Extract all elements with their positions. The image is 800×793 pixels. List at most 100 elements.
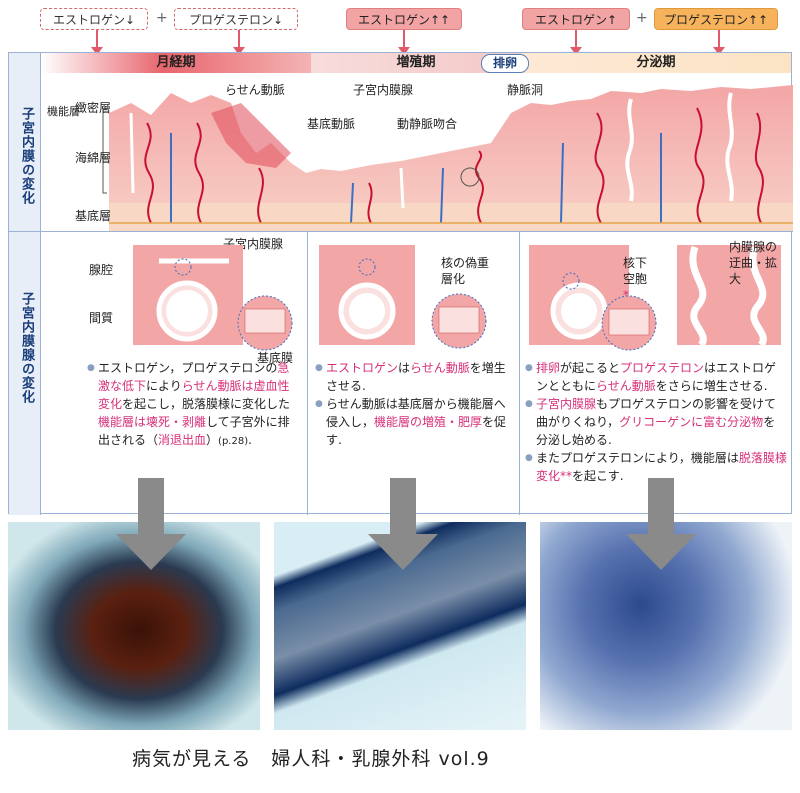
description-text: 消退出血 <box>158 433 207 447</box>
label-venous-sinus: 静脈洞 <box>507 83 544 97</box>
basal-layer <box>109 203 793 231</box>
description-text: 急激な低下 <box>98 361 290 393</box>
pointer-arrow-icon <box>116 478 186 570</box>
label-basal-artery: 基底動脈 <box>307 117 356 131</box>
description-text: 機能層は壊死・剥離 <box>98 415 207 429</box>
description-secretory: 排卵が起こるとプロゲステロンはエストロゲンとともにらせん動脈をさらに増生させる.… <box>525 359 787 485</box>
hormone-estrogen-low: エストロゲン↓ <box>40 8 148 30</box>
endometrial-cycle-panel: 月経期 増殖期 分泌期 排卵 子宮内膜の変化 子宮内膜腺の変化 <box>8 52 793 515</box>
label-subnuclear-vacuole-text: 核下空胞 <box>623 256 648 286</box>
plus-sign-2: + <box>636 10 648 26</box>
description-text: 脱落膜様変化** <box>536 451 787 483</box>
description-proliferative: エストロゲンはらせん動脈を増生させる.らせん動脈は基底層から機能層へ侵入し，機能… <box>315 359 513 449</box>
spiral-artery <box>257 167 264 224</box>
label-spiral-artery: らせん動脈 <box>225 83 285 97</box>
spiral-artery <box>194 122 204 224</box>
phase-proliferative-header: 増殖期 <box>311 53 521 73</box>
row-header-glands: 子宮内膜腺の変化 <box>9 231 41 515</box>
description-text: エストロゲン，プロゲステロンの <box>98 361 278 375</box>
cells <box>608 308 650 336</box>
description-text: を促す. <box>326 415 507 447</box>
hormone-progesterone-high: プロゲステロン↑↑ <box>654 8 778 30</box>
description-bullet: エストロゲンはらせん動脈を増生させる. <box>315 359 513 395</box>
label-compact-layer: 緻密層 <box>75 101 112 115</box>
down-arrow-icon <box>398 30 410 55</box>
column-divider <box>519 231 520 515</box>
micrograph-menstrual <box>8 522 260 730</box>
label-asterisk: * <box>623 288 629 302</box>
description-text: 機能層の増殖・肥厚 <box>374 415 483 429</box>
description-text: は <box>398 361 411 375</box>
description-text: グリコーゲンに富む分泌物 <box>619 415 764 429</box>
gland-center <box>166 290 208 332</box>
row-divider <box>41 231 793 232</box>
vein <box>440 167 444 224</box>
description-text: 排卵 <box>536 361 561 375</box>
spiral-artery <box>367 182 373 224</box>
shedding-area <box>211 103 291 168</box>
description-text: らせん動脈 <box>410 361 470 375</box>
pointer-arrow-icon <box>368 478 438 570</box>
hormone-progesterone-low: プロゲステロン↓ <box>174 8 298 30</box>
description-text: を分泌し始める. <box>536 415 776 447</box>
hormone-estrogen-high: エストロゲン↑↑ <box>346 8 462 30</box>
column-divider <box>307 231 308 515</box>
row-header-endometrium: 子宮内膜の変化 <box>9 53 41 231</box>
hormone-estrogen-up: エストロゲン↑ <box>522 8 630 30</box>
down-arrow-icon <box>91 30 103 55</box>
vein <box>560 142 564 224</box>
label-subnuclear-vacuole: 核下空胞 * <box>623 255 649 303</box>
description-bullet: エストロゲン，プロゲステロンの急激な低下によりらせん動脈は虚血性変化を起こし，脱… <box>87 359 301 451</box>
gland-diagram-proliferative <box>319 245 487 349</box>
description-text: 子宮内膜腺 <box>536 397 597 411</box>
layer-bracket <box>102 108 107 194</box>
cells <box>438 306 480 334</box>
description-text: (p.28) <box>218 436 249 447</box>
description-bullet: らせん動脈は基底層から機能層へ侵入し，機能層の増殖・肥厚を促す. <box>315 395 513 449</box>
description-text: をさらに増生させる. <box>655 379 768 393</box>
description-text: を起こす. <box>572 469 624 483</box>
phase-secretory-header: 分泌期 <box>521 53 791 73</box>
row-label-glands: 子宮内膜腺の変化 <box>19 292 34 404</box>
description-text: により <box>146 379 182 393</box>
phase-menstrual-label: 月経期 <box>156 55 196 70</box>
endometrial-gland <box>625 98 634 202</box>
description-bullet: またプロゲステロンにより，機能層は脱落膜様変化**を起こす. <box>525 449 787 485</box>
tortuous-gland <box>749 245 767 348</box>
label-lumen: 腺腔 <box>89 263 114 277</box>
zoom-circle <box>358 258 376 276</box>
gland-center <box>561 293 597 329</box>
label-basal-layer: 基底層 <box>75 209 112 223</box>
label-tortuous-gland: 内膜腺の迂曲・拡大 <box>729 240 778 286</box>
description-text: またプロゲステロンにより，機能層は <box>536 451 739 465</box>
gland-diagram-menstrual <box>133 245 293 351</box>
description-bullet: 排卵が起こるとプロゲステロンはエストロゲンとともにらせん動脈をさらに増生させる. <box>525 359 787 395</box>
endometrium-illustration <box>102 85 793 231</box>
description-text: して子宮外に排出される（ <box>98 415 290 447</box>
zoom-circle <box>562 272 580 290</box>
endometrial-gland <box>399 167 405 209</box>
phase-menstrual-header: 月経期 <box>41 53 311 73</box>
pointer-arrow-icon <box>626 478 696 570</box>
spiral-artery <box>144 122 154 224</box>
description-text: もプロゲステロンの影響を受けて曲がりくねり， <box>536 397 777 429</box>
down-arrow-icon <box>233 30 245 55</box>
label-spongy-layer: 海綿層 <box>75 151 112 165</box>
description-menstrual: エストロゲン，プロゲステロンの急激な低下によりらせん動脈は虚血性変化を起こし，脱… <box>87 359 301 451</box>
description-text: を起こし，脱落膜様に変化した <box>122 397 291 411</box>
zoom-circle <box>174 258 192 276</box>
label-pseudostratified: 核の偽重層化 <box>441 256 490 286</box>
gland-diagram-secretory <box>529 245 781 351</box>
cells <box>244 308 286 334</box>
vein <box>350 182 354 224</box>
tortuous-gland <box>689 245 707 348</box>
description-text: . <box>248 433 252 447</box>
down-arrow-icon <box>713 30 725 55</box>
phase-proliferative-label: 増殖期 <box>396 55 436 70</box>
label-stroma: 間質 <box>89 311 114 325</box>
plus-sign: + <box>156 10 168 26</box>
gland-center <box>349 293 385 329</box>
description-text: エストロゲン <box>326 361 399 375</box>
description-text: らせん動脈 <box>596 379 656 393</box>
ovulation-badge: 排卵 <box>481 54 529 73</box>
